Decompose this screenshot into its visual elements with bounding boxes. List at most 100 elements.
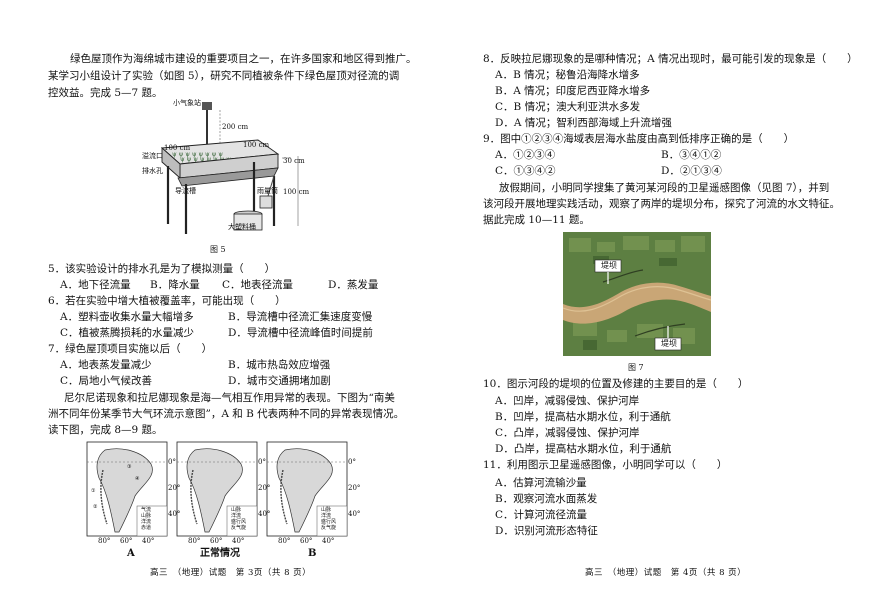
q5-option-c: C．地表径流量 [222,279,294,291]
drain-pipe [267,175,275,197]
label-overflow-outlet: 溢流口 [142,152,163,160]
map-normal-lon-80: 80° [188,537,201,545]
enso-intro-line-3: 读下图，完成 8—9 题。 [48,424,163,436]
q11-option-a: A．估算河流输沙量 [495,477,587,489]
map-label-b: B [308,548,317,559]
q11-option-d: D．识别河流形态特征 [495,525,598,537]
q5-option-d: D．蒸发量 [328,279,379,291]
label-30cm: 30 cm [283,157,305,165]
q8-option-b: B．A 情况；印度尼西亚降水增多 [495,85,651,97]
q9-stem: 9．图中①②③④海域表层海水盐度由高到低排序正确的是（ ） [483,133,795,145]
map-normal-lon-40: 40° [232,537,245,545]
map-a-lon-40: 40° [142,537,155,545]
q8-option-d: D．A 情况；智利西部海域上升流增强 [495,117,672,129]
q8-option-a: A．B 情况；秘鲁沿海降水增多 [495,69,640,81]
label-100cm-height: 100 cm [283,188,310,196]
q11-option-b: B．观察河流水面蒸发 [495,493,598,505]
svg-text:ψ ψ ψ ψ ψ ψ ψ ψ: ψ ψ ψ ψ ψ ψ ψ ψ [172,151,223,158]
q7-option-b: B．城市热岛效应增强 [228,359,331,371]
map-label-normal: 正常情况 [200,548,240,559]
map-a-lat-40: 40° [168,510,181,518]
map-b-lon-40: 40° [322,537,335,545]
q10-stem: 10．图示河段的堤坝的位置及修建的主要目的是（ ） [483,378,749,390]
map-a-lon-80: 80° [98,537,111,545]
label-100cm-a: 100 cm [164,144,191,152]
river-channel [563,282,711,324]
yellow-river-intro-line-2: 该河段开展地理实践活动，观察了两岸的堤坝分布，探究了河流的水文特征。 [483,198,840,210]
svg-text:④: ④ [135,476,140,482]
map-normal-lat-0: 0° [258,458,266,466]
svg-text:ψ ψ ψ ψ ψ ψ ψ ψ: ψ ψ ψ ψ ψ ψ ψ ψ [180,156,231,163]
figure-5-apparatus: ψ ψ ψ ψ ψ ψ ψ ψ ψ ψ ψ ψ ψ ψ ψ ψ [160,102,299,234]
q6-stem: 6．若在实验中增大植被覆盖率，可能出现（ ） [48,295,286,307]
q11-option-c: C．计算河流径流量 [495,509,588,521]
map-normal-lat-20: 20° [258,484,271,492]
q5-stem: 5．该实验设计的排水孔是为了模拟测量（ ） [48,263,276,275]
q7-option-d: D．城市交通拥堵加剧 [228,375,331,387]
label-100cm-b: 100 cm [243,141,270,149]
map-a: ① ② ③ ④ [86,441,168,537]
map-b-lat-20: 20° [348,484,361,492]
left-footer: 高三 （地理）试题 第 3页（共 8 页） [150,568,312,578]
map-b-legend: 山脉 洋流 盛行风 反气旋 [321,507,337,531]
map-label-a: A [127,548,135,559]
label-weather-station: 小气象站 [173,99,201,107]
label-drain-hole: 排水孔 [142,167,163,175]
q8-option-c: C．B 情况；澳大利亚洪水多发 [495,101,641,113]
map-normal-lon-60: 60° [210,537,223,545]
map-a-legend: 气流 山脉 洋流 赤道 [141,507,152,531]
intro-line-1: 绿色屋顶作为海绵城市建设的重要项目之一，在许多国家和地区得到推广。 [70,53,417,65]
enso-intro-line-1: 尼尔尼诺现象和拉尼娜现象是海—气相互作用异常的表现。下图为“南美 [64,392,395,404]
q6-option-c: C．植被蒸腾损耗的水量减少 [60,327,195,339]
figure-7-satellite-image [563,232,711,356]
left-page: 绿色屋顶作为海绵城市建设的重要项目之一，在许多国家和地区得到推广。 某学习小组设… [48,53,417,578]
yellow-river-intro-line-1: 放假期间，小明同学搜集了黄河某河段的卫星遥感图像（见图 7），并到 [499,182,830,194]
intro-line-2: 某学习小组设计了实验（如图 5），研究不同植被条件下绿色屋顶对径流的调 [48,70,400,82]
map-a-lat-0: 0° [168,458,176,466]
q6-option-a: A．塑料壶收集水量大幅增多 [60,311,194,323]
q7-option-a: A．地表蒸发量减少 [60,359,152,371]
map-normal [176,441,258,537]
map-a-lon-60: 60° [120,537,133,545]
q9-option-a: A．①②③④ [495,149,556,161]
q9-option-b: B．③④①② [661,149,722,161]
q11-stem: 11．利用图示卫星遥感图像，小明同学可以（ ） [483,459,728,471]
map-normal-legend: 山脉 洋流 盛行风 反气旋 [231,507,247,531]
map-normal-lat-40: 40° [258,510,271,518]
svg-text:①: ① [91,488,96,494]
q10-option-c: C．凸岸，减弱侵蚀、保护河岸 [495,427,640,439]
map-b-lat-0: 0° [348,458,356,466]
map-a-lat-20: 20° [168,484,181,492]
dike-label-top: 堤坝 [601,261,617,270]
q7-option-c: C．局地小气候改善 [60,375,153,387]
dike-upper [602,269,644,283]
label-guide-channel: 导流槽 [175,187,196,195]
q6-option-b: B．导流槽中径流汇集速度变慢 [228,311,373,323]
map-b-lat-40: 40° [348,510,361,518]
yellow-river-intro-line-3: 据此完成 10—11 题。 [483,214,590,226]
q5-option-b: B．降水量 [150,279,200,291]
map-b-lon-80: 80° [278,537,291,545]
q9-option-d: D．②①③④ [661,165,722,177]
svg-text:②: ② [93,504,98,510]
figure-5-caption: 图 5 [210,245,226,254]
map-b [266,441,348,537]
weather-station-head [202,102,212,110]
q8-stem: 8．反映拉尼娜现象的是哪种情况；A 情况出现时，最可能引发的现象是（ ） [483,53,858,65]
map-b-lon-60: 60° [300,537,313,545]
plastic-bucket-shape [233,213,263,231]
label-rain-gauge: 雨量筒 [257,187,278,195]
roof-plants: ψ ψ ψ ψ ψ ψ ψ ψ ψ ψ ψ ψ ψ ψ ψ ψ [172,151,231,163]
svg-text:③: ③ [127,464,132,470]
q10-option-b: B．凹岸，提高枯水期水位，利于通航 [495,411,671,423]
figure-7-caption: 图 7 [628,363,644,372]
enso-intro-line-2: 洲不同年份某季节大气环流示意图”，A 和 B 代表两种不同的异常表现情况。 [48,408,405,420]
dike-lower [634,323,686,337]
q10-option-d: D．凸岸，提高枯水期水位，利于通航 [495,443,672,455]
south-america-maps: ① ② ③ ④ [86,441,348,537]
right-page: 8．反映拉尼娜现象的是哪种情况；A 情况出现时，最可能引发的现象是（ ） A．B… [435,0,870,615]
rain-gauge-shape [259,195,273,209]
label-200cm: 200 cm [222,123,249,131]
right-footer: 高三 （地理）试题 第 4页（共 8 页） [585,568,747,578]
q6-option-d: D．导流槽中径流峰值时间提前 [228,327,373,339]
